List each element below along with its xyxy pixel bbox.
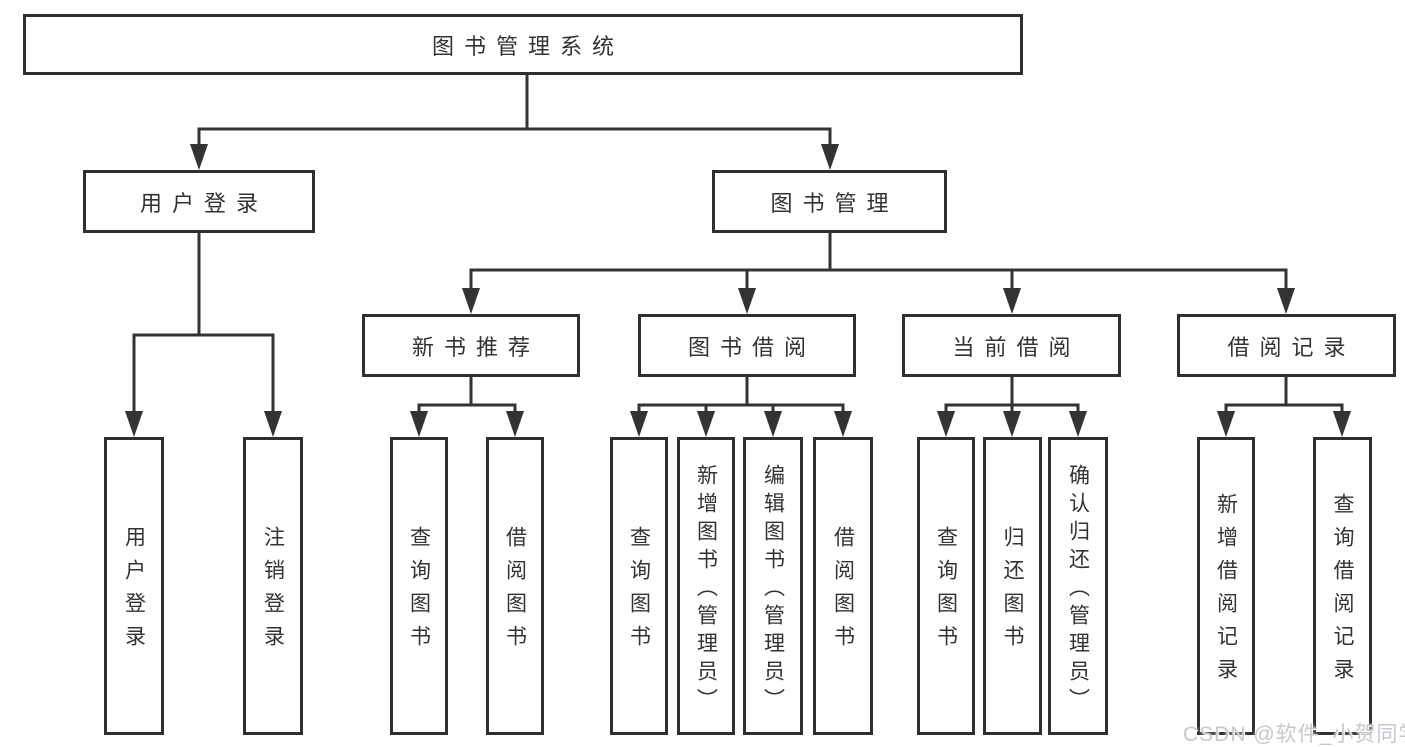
node-leaf-cb-query-books: 查询图书 xyxy=(917,437,975,735)
connector-user-login-to-leaves xyxy=(125,233,282,437)
node-leaf-br-add-record-label: 新增借阅记录 xyxy=(1214,493,1238,691)
node-root: 图书管理系统 xyxy=(23,14,1023,75)
node-borrowing-records: 借阅记录 xyxy=(1177,314,1396,377)
node-leaf-cb-return-books: 归还图书 xyxy=(983,437,1042,735)
node-leaf-bb-borrow-books-label: 借阅图书 xyxy=(831,526,855,658)
connector-book-management-to-level3 xyxy=(462,233,1295,314)
node-leaf-br-add-record: 新增借阅记录 xyxy=(1197,437,1255,735)
node-leaf-logout: 注销登录 xyxy=(243,437,303,735)
node-leaf-cb-return-books-label: 归还图书 xyxy=(1001,526,1024,658)
connector-book-borrowing-to-leaves xyxy=(630,377,852,437)
node-leaf-bb-edit-books: 编辑图书（管理员） xyxy=(743,437,803,735)
node-leaf-bb-edit-books-label: 编辑图书（管理员） xyxy=(761,463,785,716)
node-root-label: 图书管理系统 xyxy=(431,33,624,59)
node-leaf-nb-borrow-books-label: 借阅图书 xyxy=(503,526,527,658)
node-leaf-nb-query-books: 查询图书 xyxy=(390,437,448,735)
node-leaf-cb-confirm-return: 确认归还（管理员） xyxy=(1048,437,1108,735)
node-current-borrowing: 当前借阅 xyxy=(902,314,1121,377)
node-leaf-bb-borrow-books: 借阅图书 xyxy=(813,437,873,735)
node-leaf-cb-query-books-label: 查询图书 xyxy=(934,526,958,658)
node-leaf-user-login: 用户登录 xyxy=(104,437,164,735)
node-leaf-br-query-record: 查询借阅记录 xyxy=(1313,437,1372,735)
node-book-borrowing-label: 图书借阅 xyxy=(687,334,816,360)
node-leaf-logout-label: 注销登录 xyxy=(261,526,285,658)
node-new-book-recommend: 新书推荐 xyxy=(362,314,580,377)
node-leaf-bb-add-books: 新增图书（管理员） xyxy=(677,437,735,735)
connector-new-book-recommend-to-leaves xyxy=(410,377,524,437)
node-book-borrowing: 图书借阅 xyxy=(638,314,856,377)
node-borrowing-records-label: 借阅记录 xyxy=(1227,334,1356,360)
node-leaf-br-query-record-label: 查询借阅记录 xyxy=(1331,493,1354,691)
node-leaf-nb-borrow-books: 借阅图书 xyxy=(486,437,544,735)
node-leaf-user-login-label: 用户登录 xyxy=(122,526,146,658)
node-leaf-bb-query-books-label: 查询图书 xyxy=(627,526,651,658)
watermark: CSDN @软件_小贺同学 xyxy=(1183,723,1405,746)
node-user-login: 用户登录 xyxy=(83,170,315,233)
node-leaf-bb-add-books-label: 新增图书（管理员） xyxy=(694,463,718,716)
connector-current-borrowing-to-leaves xyxy=(937,377,1087,437)
node-leaf-bb-query-books: 查询图书 xyxy=(610,437,668,735)
node-book-management-label: 图书管理 xyxy=(770,190,899,216)
node-leaf-nb-query-books-label: 查询图书 xyxy=(407,526,431,658)
node-book-management: 图书管理 xyxy=(712,170,947,233)
connector-borrowing-records-to-leaves xyxy=(1217,377,1351,437)
node-user-login-label: 用户登录 xyxy=(139,190,268,216)
node-leaf-cb-confirm-return-label: 确认归还（管理员） xyxy=(1066,463,1090,716)
connector-root-to-level2 xyxy=(190,75,839,170)
node-new-book-recommend-label: 新书推荐 xyxy=(411,334,540,360)
node-current-borrowing-label: 当前借阅 xyxy=(952,334,1081,360)
